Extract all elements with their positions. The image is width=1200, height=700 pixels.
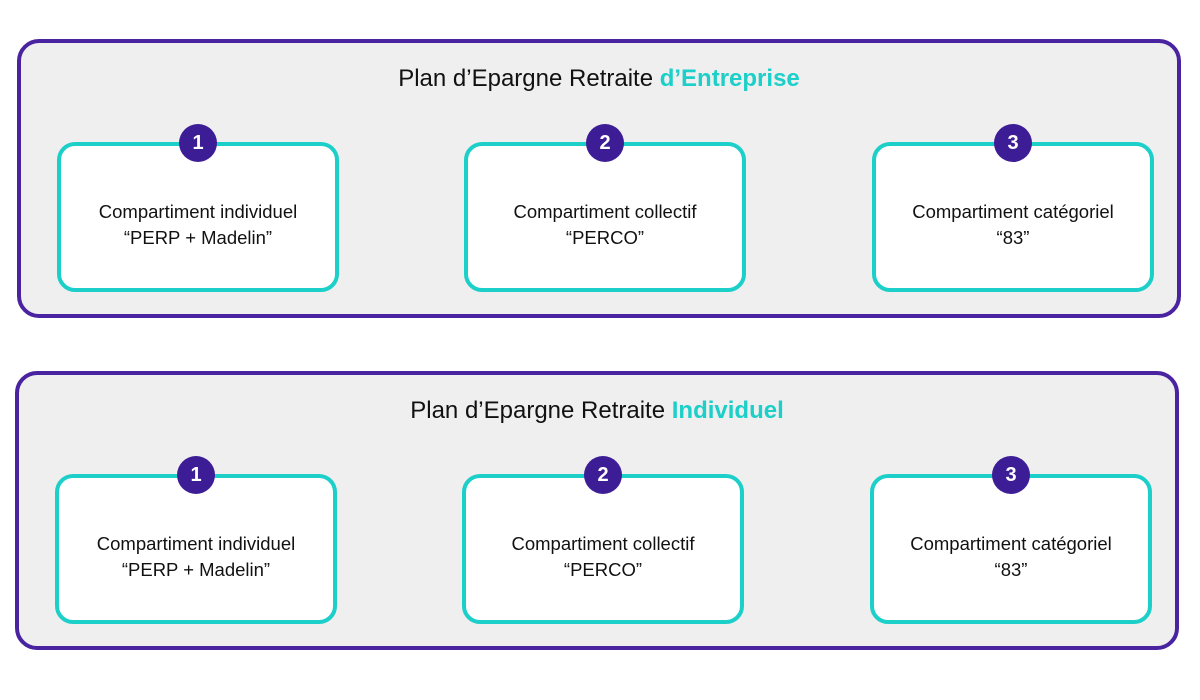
card-subtitle: “83”: [994, 559, 1028, 580]
number-badge: 3: [994, 124, 1032, 162]
compartment-card-individuel: 1 Compartiment individuel “PERP + Madeli…: [57, 124, 339, 292]
card-title: Compartiment individuel: [96, 533, 296, 554]
card-title: Compartiment collectif: [511, 533, 695, 554]
number-badge: 3: [992, 456, 1030, 494]
compartment-card-collectif: 2 Compartiment collectif “PERCO”: [464, 124, 746, 292]
card-subtitle: “PERCO”: [565, 227, 645, 248]
panel-title-accent: Individuel: [671, 397, 784, 424]
panel-per-entreprise: Plan d’Epargne Retraite d’Entreprise 1 C…: [17, 39, 1181, 318]
card-title: Compartiment individuel: [98, 201, 298, 222]
card-subtitle: “PERP + Madelin”: [121, 559, 271, 580]
panel-title: Plan d’Epargne Retraite d’Entreprise: [21, 65, 1177, 93]
compartment-card-individuel: 1 Compartiment individuel “PERP + Madeli…: [55, 456, 337, 624]
number-badge: 2: [586, 124, 624, 162]
compartment-card-categoriel: 3 Compartiment catégoriel “83”: [872, 124, 1154, 292]
card-title: Compartiment collectif: [513, 201, 697, 222]
panel-title-prefix: Plan d’Epargne Retraite: [410, 397, 672, 424]
compartment-card-collectif: 2 Compartiment collectif “PERCO”: [462, 456, 744, 624]
panel-title-accent: d’Entreprise: [659, 65, 800, 92]
panel-title-prefix: Plan d’Epargne Retraite: [398, 65, 660, 92]
card-subtitle: “83”: [996, 227, 1030, 248]
panel-title: Plan d’Epargne Retraite Individuel: [19, 397, 1175, 425]
compartment-card-categoriel: 3 Compartiment catégoriel “83”: [870, 456, 1152, 624]
card-subtitle: “PERP + Madelin”: [123, 227, 273, 248]
card-subtitle: “PERCO”: [563, 559, 643, 580]
panel-per-individuel: Plan d’Epargne Retraite Individuel 1 Com…: [15, 371, 1179, 650]
number-badge: 2: [584, 456, 622, 494]
number-badge: 1: [177, 456, 215, 494]
card-title: Compartiment catégoriel: [910, 533, 1112, 554]
card-title: Compartiment catégoriel: [912, 201, 1114, 222]
number-badge: 1: [179, 124, 217, 162]
